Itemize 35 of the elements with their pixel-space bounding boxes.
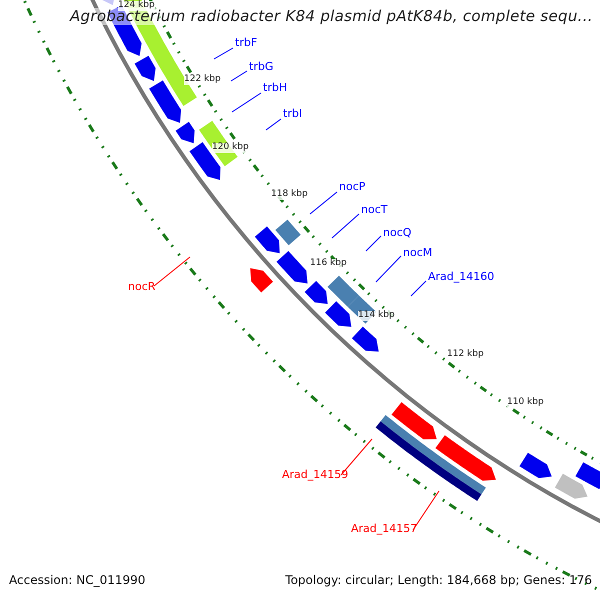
gene-label: nocQ — [383, 227, 412, 240]
scale-label: 124 kbp — [118, 1, 155, 11]
gene-label: Arad_14159 — [282, 469, 348, 482]
accession-text: Accession: NC_011990 — [9, 574, 146, 588]
leader-line — [310, 192, 338, 214]
leader-line — [266, 118, 282, 130]
map-title: Agrobacterium radiobacter K84 plasmid pAtK84b, complete sequ... — [70, 8, 593, 24]
leader-line — [412, 490, 440, 530]
gene-label: Arad_14157 — [351, 523, 418, 536]
gene-label: trbF — [235, 37, 258, 50]
leader-line — [230, 70, 248, 82]
leader-line — [214, 48, 234, 60]
gene-label: nocP — [339, 181, 366, 194]
gene-label: trbH — [263, 82, 288, 94]
scale-label: 112 kbp — [447, 350, 484, 360]
leader-line — [340, 438, 372, 476]
scale-label: 114 kbp — [358, 311, 395, 321]
gene-label: nocT — [361, 204, 388, 216]
gene-label: nocR — [128, 281, 156, 294]
gene-label: Arad_14160 — [428, 271, 494, 284]
leader-line — [366, 236, 382, 252]
leader-line — [376, 256, 402, 282]
scale-label: 116 kbp — [310, 259, 347, 269]
gene-label: nocM — [403, 247, 432, 260]
summary-text: Topology: circular; Length: 184,668 bp; Genes: 176 — [285, 574, 592, 588]
scale-label: 110 kbp — [507, 398, 544, 408]
scale-label: 120 kbp — [212, 143, 249, 153]
scale-label: 122 kbp — [184, 75, 221, 85]
leader-line — [332, 214, 360, 238]
leader-line — [154, 256, 190, 286]
gene-label: trbI — [283, 108, 302, 120]
leader-line — [232, 92, 262, 112]
leader-line — [410, 280, 426, 296]
gene-label: trbG — [249, 61, 274, 74]
scale-label: 118 kbp — [271, 190, 308, 200]
